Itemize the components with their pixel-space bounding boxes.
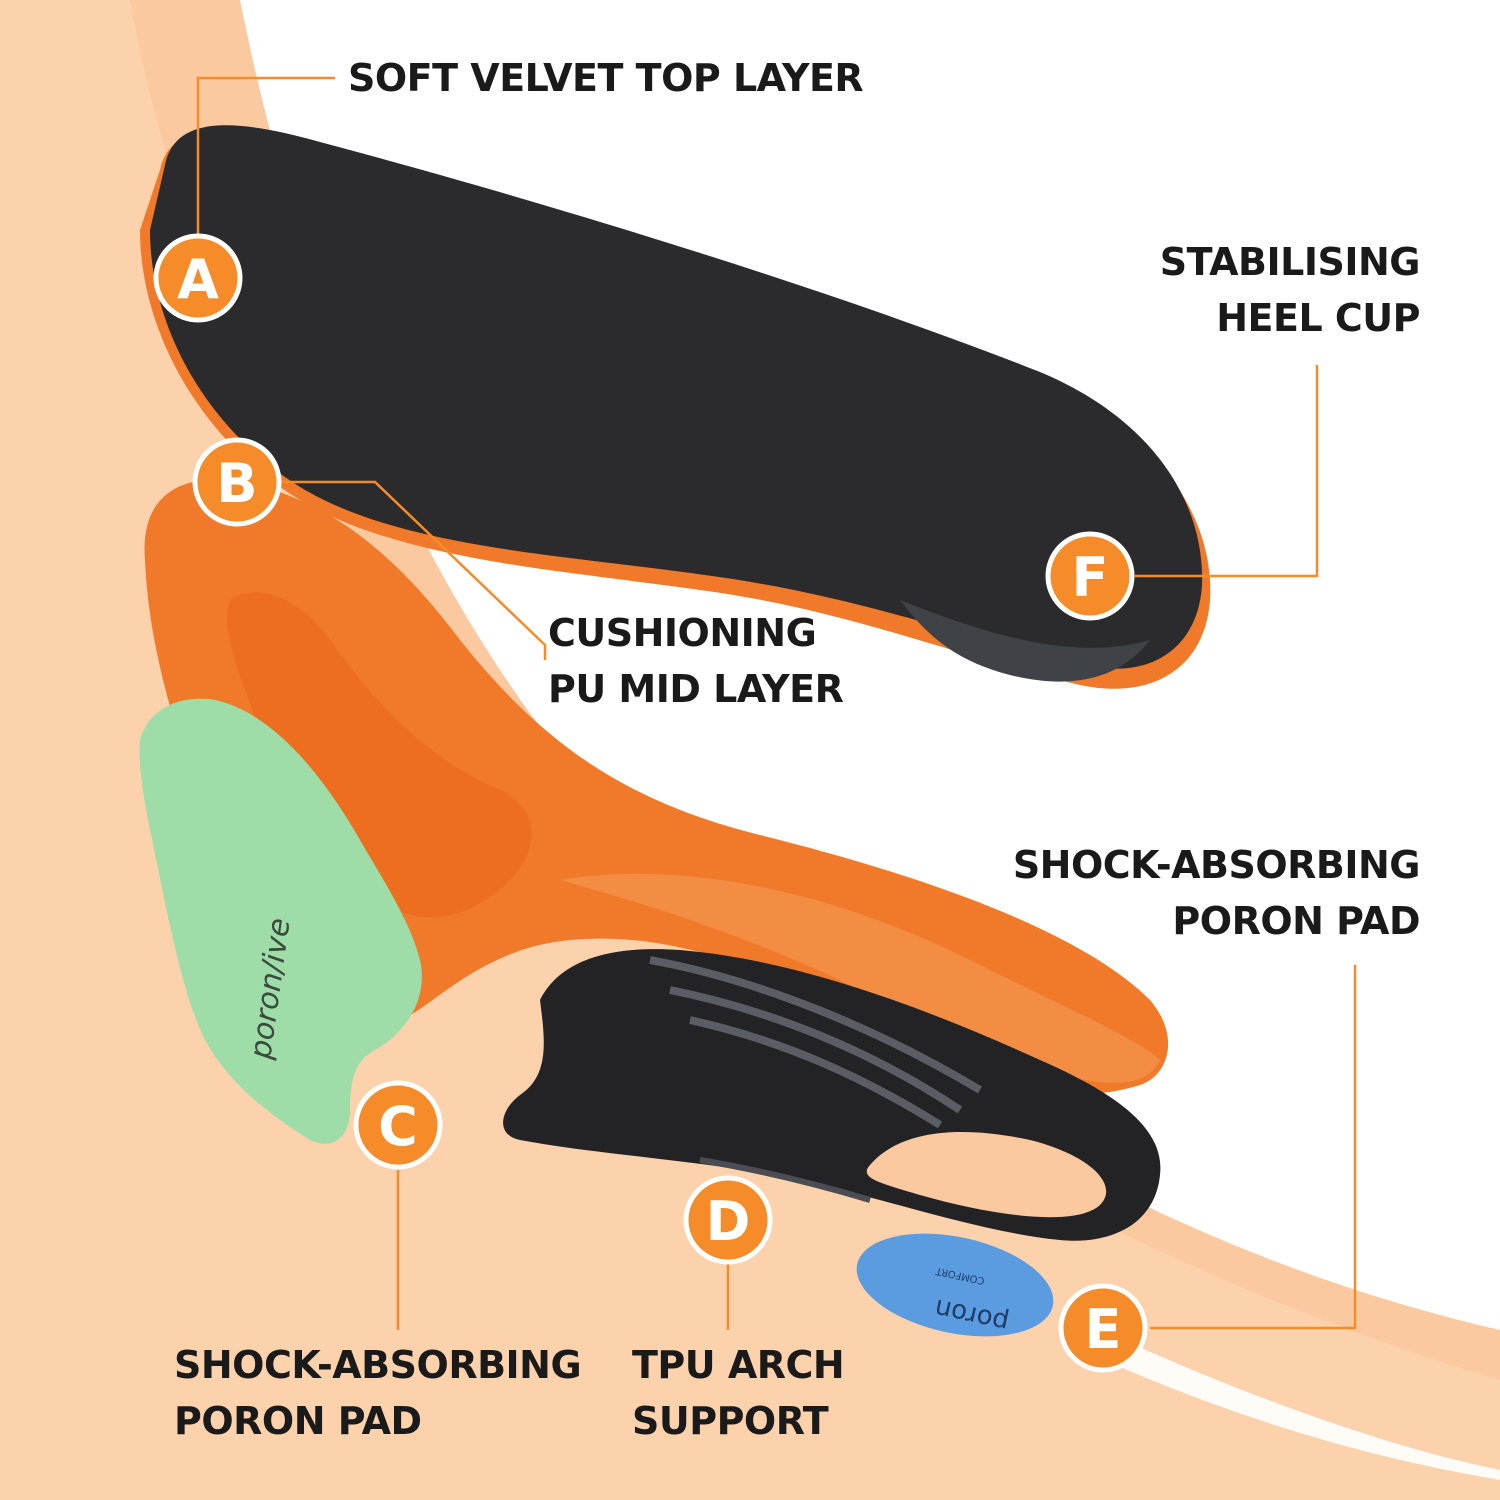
leader-line-f [1135,365,1319,578]
arch-support-ridge-1 [649,956,983,1094]
top-layer-insole [140,125,1211,689]
label-e-line-2: PORON PAD [1172,899,1420,943]
label-c-line-1: SHOCK-ABSORBING [174,1343,582,1387]
callout-badge-b: B [192,437,282,527]
label-soft-velvet-top-layer: SOFT VELVET TOP LAYER [348,50,864,106]
arch-support-ridge-3 [689,1016,943,1129]
label-b-line-2: PU MID LAYER [548,667,844,711]
callout-badge-c: C [353,1080,443,1170]
label-a-line-1: SOFT VELVET TOP LAYER [348,56,864,100]
label-b-line-1: CUSHIONING [548,611,817,655]
callout-badge-d: D [683,1175,773,1265]
blue-pad-shape [856,1233,1054,1337]
leader-line-b [280,480,547,660]
mid-layer-rim [227,592,532,918]
label-d-line-2: SUPPORT [632,1399,829,1443]
callout-letter-a: A [177,248,219,311]
green-pad-shape [139,698,422,1144]
callout-letter-d: D [706,1190,751,1253]
label-shock-absorbing-poron-pad-left: SHOCK-ABSORBING PORON PAD [174,1337,582,1449]
label-c-line-2: PORON PAD [174,1399,422,1443]
callout-letter-f: F [1072,546,1109,609]
arch-support-ridge-2 [669,986,963,1114]
callout-letter-e: E [1085,1298,1122,1361]
label-f-line-1: STABILISING [1159,240,1421,284]
callout-badge-f: F [1045,531,1135,621]
label-e-line-1: SHOCK-ABSORBING [1012,843,1421,887]
label-shock-absorbing-poron-pad-right: SHOCK-ABSORBING PORON PAD [1012,837,1421,949]
blue-poron-pad: poron COMFORT [856,1233,1054,1337]
green-poron-pad: poron/ive [139,698,422,1144]
callout-letter-b: B [216,452,257,515]
leader-line-e [1150,965,1357,1330]
label-d-line-1: TPU ARCH [632,1343,845,1387]
label-f-line-2: HEEL CUP [1216,296,1420,340]
top-layer-velvet-surface [150,125,1203,669]
label-cushioning-pu-mid-layer: CUSHIONING PU MID LAYER [548,605,844,717]
leader-lines [196,76,1357,1330]
leader-line-a [196,76,335,238]
tpu-arch-support [503,949,1161,1241]
callout-badge-a: A [153,233,243,323]
callout-letter-c: C [378,1095,418,1158]
arch-support-cutout [866,1132,1107,1218]
label-stabilising-heel-cup: STABILISING HEEL CUP [1159,234,1421,346]
label-tpu-arch-support: TPU ARCH SUPPORT [632,1337,845,1449]
mid-layer-heel-edge [560,873,1160,1083]
arch-support-ridge-4 [699,1157,871,1203]
callout-badge-e: E [1058,1283,1148,1373]
top-layer-heel-shadow [900,600,1150,682]
